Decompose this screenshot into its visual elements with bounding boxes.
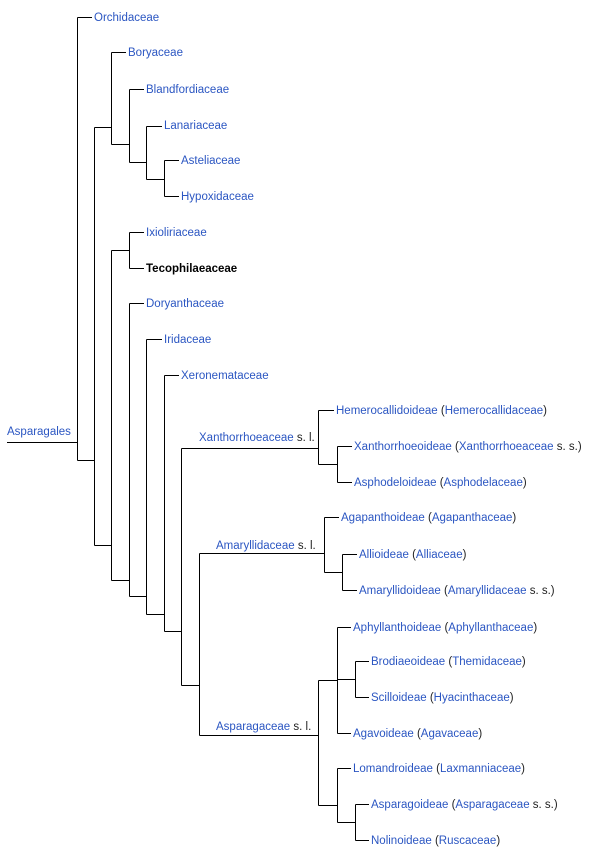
taxon-scilloideae[interactable]: Scilloideae (Hyacinthaceae) xyxy=(371,692,514,704)
taxon-alt-name[interactable]: Aphyllanthaceae xyxy=(448,622,534,634)
taxon-name[interactable]: Blandfordiaceae xyxy=(146,84,230,96)
taxon-name[interactable]: Agapanthoideae xyxy=(341,512,425,524)
taxon-name[interactable]: Allioideae xyxy=(359,549,409,561)
taxon-alt-name[interactable]: Alliaceae xyxy=(415,549,463,561)
taxon-amaryllidoideae[interactable]: Amaryllidoideae (Amaryllidaceae s. s.) xyxy=(359,585,555,597)
branch-core xyxy=(94,250,112,581)
taxon-alt-name[interactable]: Ruscaceae xyxy=(438,835,497,847)
clade-blandfordiaceae-group xyxy=(111,89,144,163)
taxon-name[interactable]: Boryaceae xyxy=(128,47,183,59)
clade-xanthorrhoeoideae-asphodeloideae xyxy=(318,446,352,483)
branch-xanthorrhoeaceae xyxy=(181,410,334,465)
taxon-name[interactable]: Xanthorrhoeaceae xyxy=(199,432,294,444)
taxon-orchidaceae[interactable]: Orchidaceae xyxy=(94,11,159,25)
taxon-lomandroideae[interactable]: Lomandroideae (Laxmanniaceae) xyxy=(353,763,526,775)
taxon-asteliaceae[interactable]: Asteliaceae xyxy=(181,154,240,168)
taxon-name[interactable]: Amaryllidaceae xyxy=(216,540,295,552)
taxon-doryanthaceae[interactable]: Doryanthaceae xyxy=(146,297,224,311)
taxon-name[interactable]: Asteliaceae xyxy=(181,155,241,167)
taxon-xanthorrhoeoideae[interactable]: Xanthorrhoeoideae (Xanthorrhoeaceae s. s… xyxy=(354,441,582,453)
taxon-xanthorrhoeaceae[interactable]: Xanthorrhoeaceae s. l. xyxy=(199,431,315,445)
clade-lomandroideae-group xyxy=(318,768,351,823)
branch-higher xyxy=(111,303,144,597)
taxon-name[interactable]: Iridaceae xyxy=(164,334,212,346)
taxon-alt-name[interactable]: Amaryllidaceae xyxy=(447,585,527,597)
taxon-aphyllanthoideae[interactable]: Aphyllanthoideae (Aphyllanthaceae) xyxy=(353,622,538,634)
taxon-alt-name[interactable]: Asphodelaceae xyxy=(443,477,523,489)
taxon-alt-suffix: s. s. xyxy=(556,441,578,453)
taxon-boryaceae[interactable]: Boryaceae xyxy=(128,46,183,60)
clade-ixioliriaceae-tecophilaeaceae xyxy=(111,232,144,269)
taxon-name[interactable]: Xeronemataceae xyxy=(181,370,269,382)
taxon-name[interactable]: Nolinoideae xyxy=(371,835,432,847)
branch-core-three xyxy=(164,448,182,686)
taxon-alt-suffix: s. s. xyxy=(532,799,554,811)
taxon-xeronemataceae[interactable]: Xeronemataceae xyxy=(181,369,269,383)
taxon-suffix: s. l. xyxy=(296,432,315,444)
taxon-ixioliriaceae[interactable]: Ixioliriaceae xyxy=(146,226,207,240)
taxon-brodiaeoideae[interactable]: Brodiaeoideae (Themidaceae) xyxy=(371,656,526,668)
branch-amaryllids-asparagaceae xyxy=(181,553,200,736)
taxon-alt-name[interactable]: Agavaceae xyxy=(420,728,479,740)
clade-brodiaeoideae-scilloideae xyxy=(337,661,369,698)
taxon-alt-name[interactable]: Asparagaceae xyxy=(455,799,530,811)
taxon-name[interactable]: Asparagoideae xyxy=(371,799,449,811)
branch-asparagaceae xyxy=(199,680,319,806)
taxon-asparagoideae[interactable]: Asparagoideae (Asparagaceae s. s.) xyxy=(371,799,558,811)
clade-asparagoideae-nolinoideae xyxy=(337,804,369,841)
clade-boryaceae-group xyxy=(94,52,126,145)
taxon-hemerocallidoideae[interactable]: Hemerocallidoideae (Hemerocallidaceae) xyxy=(336,405,547,417)
taxon-name[interactable]: Scilloideae xyxy=(371,692,427,704)
taxon-amaryllidaceae[interactable]: Amaryllidaceae s. l. xyxy=(216,539,316,553)
taxon-name[interactable]: Aphyllanthoideae xyxy=(353,622,442,634)
taxon-alt-name[interactable]: Hyacinthaceae xyxy=(433,692,510,704)
taxon-alt-name[interactable]: Hemerocallidaceae xyxy=(444,405,544,417)
branch-amaryllidaceae xyxy=(199,517,339,573)
taxon-nolinoideae[interactable]: Nolinoideae (Ruscaceae) xyxy=(371,835,501,847)
taxon-name[interactable]: Asphodeloideae xyxy=(354,477,437,489)
clade-aphyllanthoideae-group xyxy=(318,627,351,734)
taxon-iridaceae[interactable]: Iridaceae xyxy=(164,333,211,347)
taxon-name[interactable]: Amaryllidoideae xyxy=(359,585,441,597)
taxon-allioideae[interactable]: Allioideae (Alliaceae) xyxy=(359,549,467,561)
taxon-name[interactable]: Ixioliriaceae xyxy=(146,227,207,239)
taxon-name[interactable]: Lanariaceae xyxy=(164,120,228,132)
taxon-name[interactable]: Xanthorrhoeoideae xyxy=(354,441,452,453)
taxon-alt-name[interactable]: Xanthorrhoeaceae xyxy=(458,441,554,453)
taxon-asparagaceae[interactable]: Asparagaceae s. l. xyxy=(216,720,311,734)
branch-xeronemataceae xyxy=(146,375,179,632)
clade-allioideae-amaryllidoideae xyxy=(324,554,357,591)
root-branch xyxy=(7,17,78,461)
taxon-lanariaceae[interactable]: Lanariaceae xyxy=(164,119,227,133)
taxon-suffix: s. l. xyxy=(293,721,312,733)
taxon-name[interactable]: Brodiaeoideae xyxy=(371,656,446,668)
taxon-hypoxidaceae[interactable]: Hypoxidaceae xyxy=(181,190,254,204)
taxon-name-current: Tecophilaeaceae xyxy=(146,263,238,275)
taxon-alt-name[interactable]: Agapanthaceae xyxy=(431,512,513,524)
taxon-name[interactable]: Asparagaceae xyxy=(216,721,291,733)
taxon-tecophilaeaceae: Tecophilaeaceae xyxy=(146,262,237,276)
branch-iridaceae xyxy=(129,339,162,615)
taxon-name[interactable]: Lomandroideae xyxy=(353,763,433,775)
taxon-agapanthoideae[interactable]: Agapanthoideae (Agapanthaceae) xyxy=(341,512,517,524)
taxon-name[interactable]: Agavoideae xyxy=(353,728,414,740)
taxon-name[interactable]: Hemerocallidoideae xyxy=(336,405,438,417)
taxon-name[interactable]: Hypoxidaceae xyxy=(181,191,254,203)
branch-rest xyxy=(77,127,95,546)
taxon-suffix: s. l. xyxy=(297,540,316,552)
root-label[interactable]: Asparagales xyxy=(7,425,71,439)
taxon-blandfordiaceae[interactable]: Blandfordiaceae xyxy=(146,83,229,97)
taxon-name[interactable]: Doryanthaceae xyxy=(146,298,224,310)
taxon-asphodeloideae[interactable]: Asphodeloideae (Asphodelaceae) xyxy=(354,477,527,489)
taxon-alt-name[interactable]: Themidaceae xyxy=(452,656,522,668)
clade-asteliaceae-hypoxidaceae xyxy=(146,160,179,197)
taxon-alt-suffix: s. s. xyxy=(529,585,551,597)
clade-lanariaceae-group xyxy=(129,126,162,180)
root-name[interactable]: Asparagales xyxy=(7,426,71,438)
taxon-agavoideae[interactable]: Agavoideae (Agavaceae) xyxy=(353,728,483,740)
taxon-name[interactable]: Orchidaceae xyxy=(94,12,160,24)
taxon-alt-name[interactable]: Laxmanniaceae xyxy=(439,763,522,775)
